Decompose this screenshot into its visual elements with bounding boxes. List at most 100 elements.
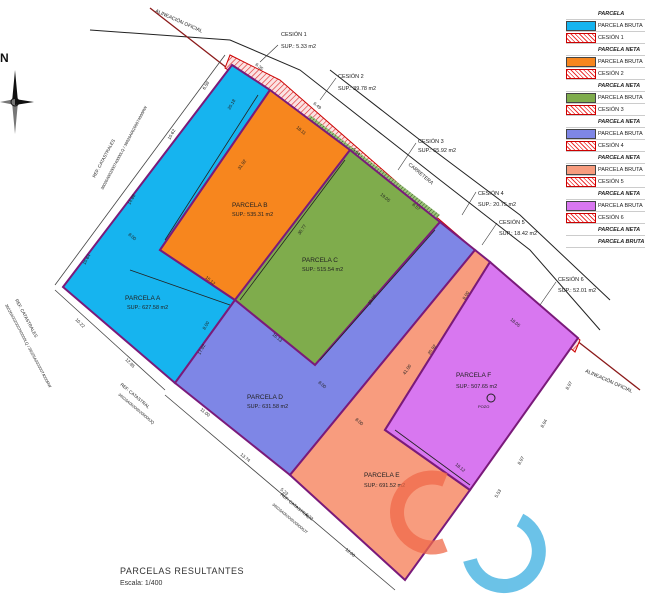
legend-row: CESIÓN 3 bbox=[566, 104, 645, 116]
dim-label: 30.77 bbox=[297, 223, 308, 235]
dim-label: 5.23 bbox=[279, 487, 289, 497]
ref-catastral-4-codes: 36026A002000200000JT bbox=[271, 502, 309, 535]
legend-label: CESIÓN 4 bbox=[598, 142, 624, 149]
legend-label: CESIÓN 6 bbox=[598, 214, 624, 221]
legend-hatch-swatch bbox=[566, 32, 596, 43]
dim-label: 6.32 bbox=[304, 512, 314, 522]
watermark-logo bbox=[390, 470, 546, 593]
dim-label: 10.22 bbox=[74, 317, 86, 329]
legend-row: PARCELA BRUTA bbox=[566, 20, 645, 32]
dim-label: 8.97 bbox=[517, 455, 526, 466]
north-label: N bbox=[0, 51, 9, 65]
legend: PARCELA PARCELA BRUTA CESIÓN 1 PARCELA NETA… bbox=[566, 8, 645, 248]
legend-row: PARCELA BRUTA bbox=[566, 164, 645, 176]
legend-label: PARCELA BRUTA bbox=[598, 58, 643, 65]
legend-color-swatch bbox=[566, 128, 596, 139]
legend-label: PARCELA BRUTA bbox=[598, 130, 643, 137]
parcel-b-area: SUP.: 535.31 m2 bbox=[232, 212, 273, 218]
ref-catastral-2-label: REF. CATASTRALES bbox=[14, 298, 39, 338]
parcel-f-area: SUP.: 507.65 m2 bbox=[456, 384, 497, 390]
legend-row: PARCELA BRUTA bbox=[566, 92, 645, 104]
legend-hatch-swatch bbox=[566, 68, 596, 79]
legend-hatch-swatch bbox=[566, 104, 596, 115]
dim-label: 18.11 bbox=[295, 125, 307, 136]
legend-row: CESIÓN 4 bbox=[566, 140, 645, 152]
legend-row: PARCELA NETA bbox=[566, 224, 645, 236]
parcel-a-area: SUP.: 627.58 m2 bbox=[127, 305, 168, 311]
dim-label: 18.05 bbox=[509, 317, 521, 328]
dim-label: 13.74 bbox=[239, 452, 251, 463]
parcel-c-area: SUP.: 515.54 m2 bbox=[302, 267, 343, 273]
legend-row: PARCELA NETA bbox=[566, 188, 645, 200]
pozo-icon bbox=[486, 393, 496, 403]
dim-label: 14.88 bbox=[127, 193, 137, 206]
dim-label: 10.62 bbox=[167, 128, 177, 141]
dim-label: 29.69 bbox=[367, 293, 378, 305]
legend-label: PARCELA NETA bbox=[598, 154, 641, 161]
parcel-f bbox=[383, 260, 580, 492]
legend-label: CESIÓN 3 bbox=[598, 106, 624, 113]
dim-label: 8.57 bbox=[411, 202, 421, 212]
legend-hatch-swatch bbox=[566, 140, 596, 151]
dim-label: 8.00 bbox=[127, 232, 137, 242]
cesion-4-name: CESIÓN 4 bbox=[478, 190, 504, 197]
dim-label: 19.05 bbox=[379, 192, 391, 203]
dimension-lines bbox=[54, 54, 396, 591]
parcel-c-name: PARCELA C bbox=[302, 257, 338, 264]
cesion-2-name: CESIÓN 2 bbox=[338, 73, 364, 80]
legend-row: PARCELA bbox=[566, 8, 645, 20]
legend-row: PARCELA BRUTA bbox=[566, 56, 645, 68]
legend-label: PARCELA bbox=[598, 10, 625, 17]
legend-color-swatch bbox=[566, 164, 596, 175]
dim-label: 15.12 bbox=[204, 275, 216, 286]
dim-label: 8.00 bbox=[317, 380, 327, 390]
dim-label: 20.18 bbox=[227, 98, 237, 111]
legend-row: CESIÓN 1 bbox=[566, 32, 645, 44]
dim-label: 18.12 bbox=[454, 462, 466, 473]
alineacion-label-right: ALINEACIÓN OFICIAL bbox=[584, 367, 634, 394]
legend-label: PARCELA NETA bbox=[598, 118, 641, 125]
dim-label: 5.64 bbox=[351, 147, 361, 157]
carretera-label: CARRETERA bbox=[407, 162, 435, 187]
dim-label: 12.95 bbox=[124, 357, 136, 369]
cesion-labels: CESIÓN 1 SUP.: 5.33 m2 CESIÓN 2 SUP.: 39… bbox=[259, 31, 596, 306]
dim-label: 6.35 bbox=[254, 62, 264, 72]
legend-label: CESIÓN 2 bbox=[598, 70, 624, 77]
dim-label: 8.94 bbox=[540, 418, 549, 429]
legend-row: PARCELA NETA bbox=[566, 80, 645, 92]
legend-label: PARCELA NETA bbox=[598, 82, 641, 89]
dim-label: 5.53 bbox=[494, 488, 503, 499]
dim-label: 8.97 bbox=[565, 380, 574, 391]
legend-row: PARCELA NETA bbox=[566, 152, 645, 164]
cesion-6-area: SUP.: 52.01 m2 bbox=[558, 288, 596, 294]
legend-row: PARCELA NETA bbox=[566, 44, 645, 56]
dim-label: 8.00 bbox=[202, 320, 211, 331]
dim-label: 10.64 bbox=[82, 253, 92, 266]
dim-label: 31.92 bbox=[237, 158, 248, 170]
cesion-1-name: CESIÓN 1 bbox=[281, 31, 307, 38]
parcel-b-name: PARCELA B bbox=[232, 202, 268, 209]
legend-label: PARCELA BRUTA bbox=[598, 94, 643, 101]
parcel-e-area: SUP.: 691.52 m2 bbox=[364, 483, 405, 489]
legend-color-swatch bbox=[566, 20, 596, 31]
legend-label: PARCELA NETA bbox=[598, 190, 641, 197]
legend-label: CESIÓN 5 bbox=[598, 178, 624, 185]
cesion-4-area: SUP.: 20.75 m2 bbox=[478, 202, 516, 208]
dim-label: 17.92 bbox=[197, 343, 207, 356]
cesion-5-name: CESIÓN 5 bbox=[499, 219, 525, 226]
legend-color-swatch bbox=[566, 56, 596, 67]
setback-lines bbox=[129, 94, 471, 486]
cesion-2-area: SUP.: 39.78 m2 bbox=[338, 86, 376, 92]
legend-row: PARCELA BRUTA bbox=[566, 128, 645, 140]
legend-row: PARCELA BRUTA bbox=[566, 200, 645, 212]
dim-label: 20.92 bbox=[427, 343, 438, 355]
legend-row: CESIÓN 6 bbox=[566, 212, 645, 224]
drawing-scale: Escala: 1/400 bbox=[120, 580, 163, 587]
dim-label: 41.00 bbox=[402, 363, 413, 375]
drawing-title: PARCELAS RESULTANTES bbox=[120, 566, 245, 576]
parcel-f-name: PARCELA F bbox=[456, 372, 491, 379]
dim-label: 8.00 bbox=[462, 290, 471, 301]
legend-hatch-swatch bbox=[566, 176, 596, 187]
parcel-d-name: PARCELA D bbox=[247, 394, 283, 401]
legend-label: CESIÓN 1 bbox=[598, 34, 624, 41]
